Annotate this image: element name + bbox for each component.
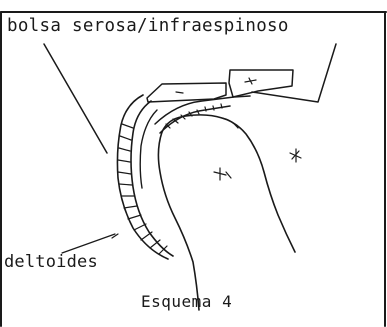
figure-caption: Esquema 4 (141, 294, 232, 310)
capsule-line (140, 110, 157, 188)
leader-line-left (44, 44, 107, 153)
deltoid-label: deltoides (4, 254, 98, 271)
leader-line-right (252, 44, 336, 102)
humerus-neck-left (158, 132, 199, 310)
leader-deltoides (62, 234, 115, 253)
bursa-band-bottom (160, 106, 230, 133)
bursa-label: bolsa serosa/infraespinoso (7, 18, 289, 36)
star-mark (290, 149, 301, 162)
head-mark (214, 168, 231, 180)
acromion-marks (176, 78, 256, 93)
